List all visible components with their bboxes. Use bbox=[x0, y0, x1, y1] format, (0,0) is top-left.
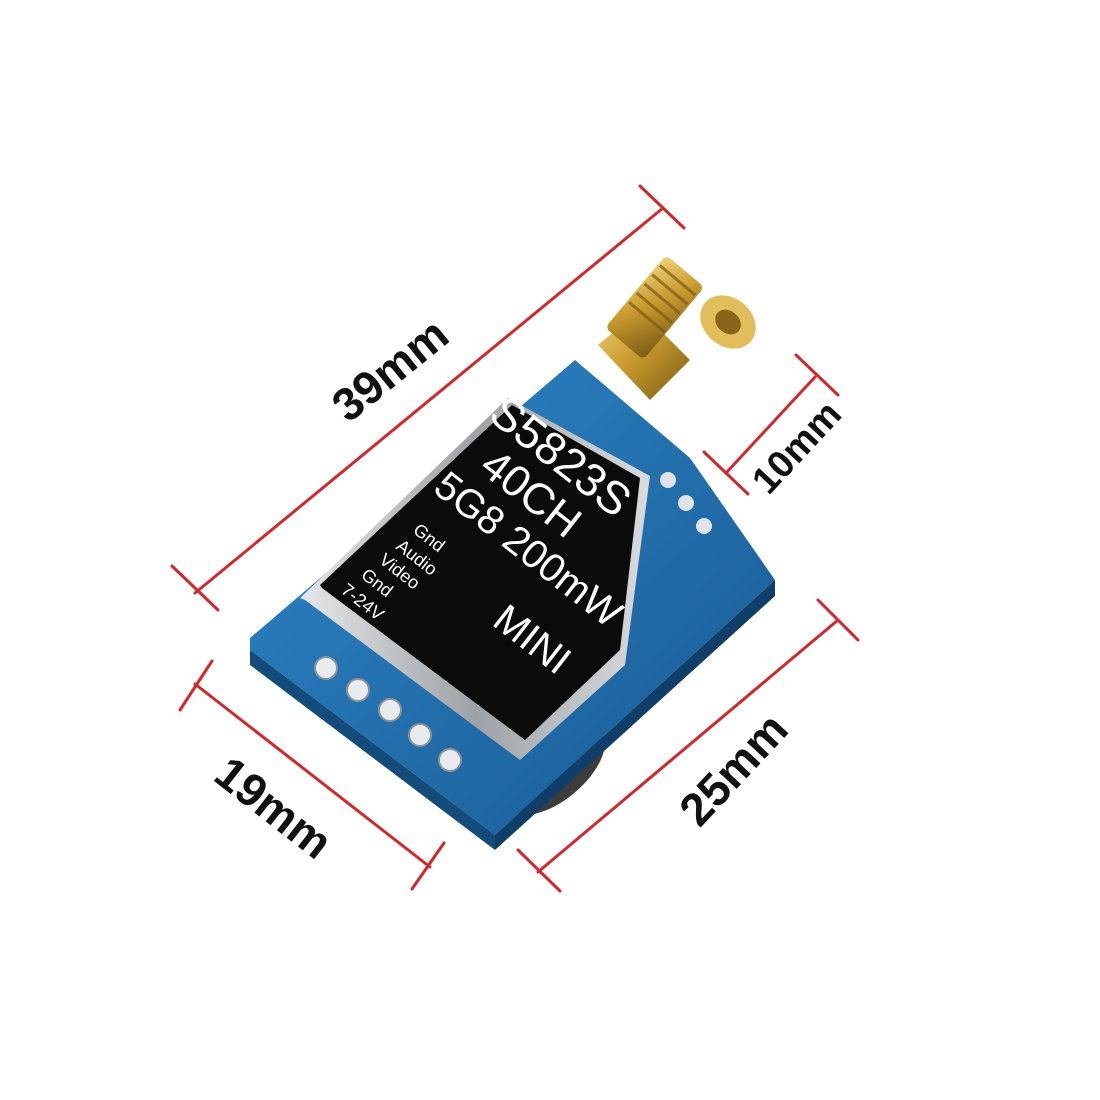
dim-label-antenna: 10mm bbox=[744, 393, 850, 502]
front-pins bbox=[314, 656, 462, 772]
pin-pad bbox=[378, 698, 402, 722]
dim-tick-antenna-end bbox=[794, 353, 840, 397]
side-pad bbox=[660, 472, 676, 488]
dimension-lines bbox=[170, 184, 860, 893]
pin-pad bbox=[438, 748, 462, 772]
dim-tick-antenna-start bbox=[702, 450, 750, 496]
dim-label-length: 39mm bbox=[322, 308, 458, 432]
pin-pad bbox=[346, 678, 370, 702]
side-pad bbox=[678, 495, 694, 511]
dim-tick-length-end bbox=[638, 184, 686, 230]
dim-line-width bbox=[193, 682, 432, 869]
dim-label-width: 19mm bbox=[205, 746, 342, 869]
dim-tick-length-start bbox=[170, 564, 220, 612]
side-pad bbox=[696, 518, 712, 534]
dim-tick-width-end bbox=[410, 841, 446, 891]
vtx-module: TS5823S 40CH 5G8 200mW MINI Gnd Audio Vi… bbox=[250, 257, 775, 850]
dim-tick-height-start bbox=[516, 848, 562, 893]
dim-label-height: 25mm bbox=[669, 703, 798, 836]
dim-line-length bbox=[193, 206, 665, 595]
shield-can bbox=[300, 398, 650, 760]
pin-pad bbox=[408, 723, 432, 747]
sma-connector bbox=[598, 257, 756, 400]
dim-tick-width-start bbox=[178, 659, 214, 712]
dim-line-antenna bbox=[724, 375, 817, 475]
dim-tick-height-end bbox=[816, 598, 860, 642]
dim-line-height bbox=[536, 618, 840, 874]
pin-pad bbox=[314, 656, 338, 680]
